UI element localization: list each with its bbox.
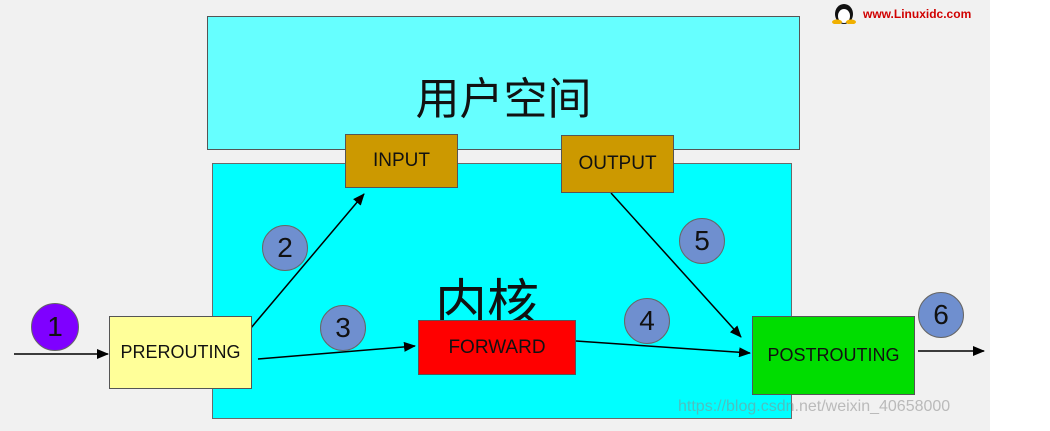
forward-chain: FORWARD [418, 320, 576, 375]
user-space-region: 用户空间 [207, 16, 800, 150]
logo-url: www.Linuxidc.com [863, 7, 972, 21]
output-chain: OUTPUT [561, 135, 674, 193]
postrouting-chain: POSTROUTING [752, 316, 915, 395]
step-2-marker: 2 [262, 225, 308, 271]
step-3-marker: 3 [320, 305, 366, 351]
prerouting-chain: PREROUTING [109, 316, 252, 389]
step-1-marker: 1 [31, 303, 79, 351]
step-4-marker: 4 [624, 298, 670, 344]
input-chain: INPUT [345, 134, 458, 188]
watermark-text: https://blog.csdn.net/weixin_40658000 [678, 398, 951, 415]
user-space-label: 用户空间 [415, 74, 592, 125]
penguin-icon [832, 4, 856, 25]
linuxidc-logo: www.Linuxidc.com [829, 0, 999, 25]
step-5-marker: 5 [679, 218, 725, 264]
step-6-marker: 6 [918, 292, 964, 338]
